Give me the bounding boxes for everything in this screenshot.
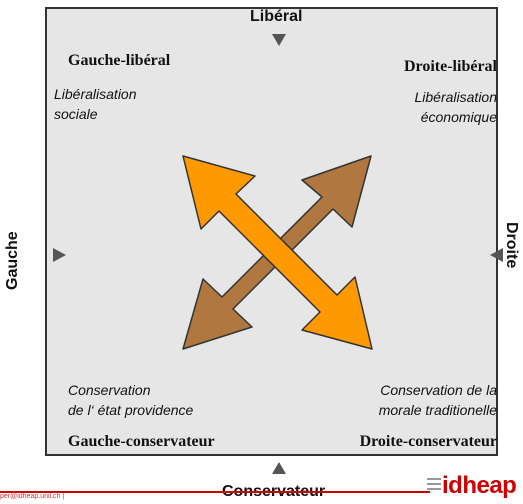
desc-line: Libéralisation bbox=[414, 89, 498, 105]
axis-label-left: Gauche bbox=[4, 231, 21, 290]
desc-line: Conservation de la bbox=[380, 382, 497, 398]
right-marker-icon bbox=[490, 248, 503, 262]
axis-label-top: Libéral bbox=[250, 8, 303, 25]
idheap-logo: idheap bbox=[442, 472, 517, 499]
quadrant-title-top-left: Gauche-libéral bbox=[68, 52, 171, 69]
logo-lines-icon bbox=[427, 478, 441, 493]
quadrant-title-bottom-left: Gauche-conservateur bbox=[68, 433, 215, 450]
desc-line: Libéralisation bbox=[54, 86, 137, 102]
quadrant-desc-bottom-left: Conservation de l‘ état providence bbox=[68, 380, 193, 420]
quadrant-desc-top-left: Libéralisation sociale bbox=[54, 84, 137, 124]
desc-line: économique bbox=[420, 109, 497, 125]
quadrant-title-bottom-right: Droite-conservateur bbox=[359, 433, 497, 450]
quadrant-title-top-right: Droite-libéral bbox=[403, 58, 497, 75]
axis-label-right: Droite bbox=[503, 222, 520, 269]
desc-line: sociale bbox=[54, 106, 98, 122]
footer-email: per@idheap.unil.ch | bbox=[0, 493, 65, 500]
footer-divider bbox=[0, 491, 430, 493]
desc-line: morale traditionelle bbox=[378, 402, 497, 418]
desc-line: Conservation bbox=[68, 382, 151, 398]
quadrant-desc-top-right: Libéralisation économique bbox=[415, 87, 498, 127]
quadrant-desc-bottom-right: Conservation de la morale traditionelle bbox=[379, 380, 497, 420]
orange-double-arrow bbox=[182, 155, 373, 350]
bottom-marker-icon bbox=[272, 462, 286, 474]
left-marker-icon bbox=[53, 248, 66, 262]
top-marker-icon bbox=[272, 34, 286, 46]
desc-line: de l‘ état providence bbox=[68, 402, 194, 418]
